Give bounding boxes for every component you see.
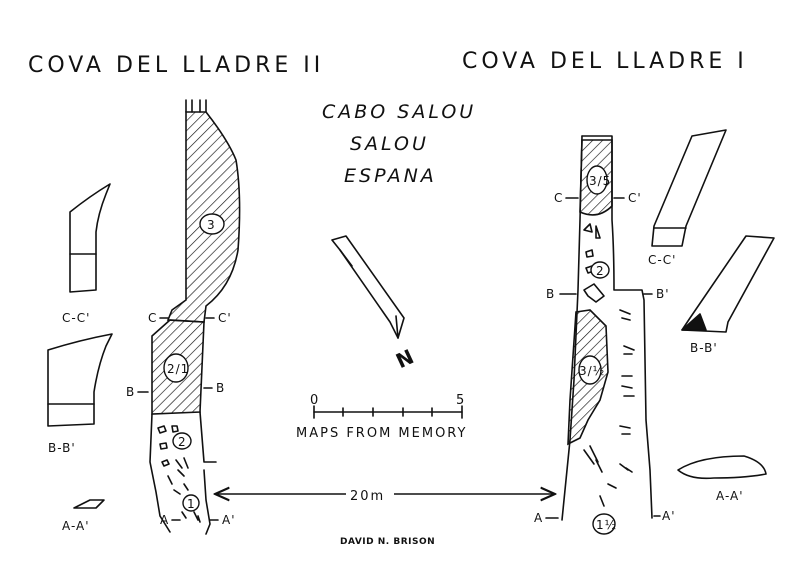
- grade-marker-mid: [590, 261, 610, 279]
- cave-2-grade-mid: 2/1: [167, 362, 189, 376]
- cave-2-grade-lower: 2: [178, 435, 187, 449]
- cave-2-a-right: A': [222, 513, 236, 527]
- cave-1-c-left: C: [554, 191, 563, 205]
- cave-2-sections: C-C' B-B' A-A': [47, 183, 113, 533]
- distance-label: 20m: [350, 489, 385, 504]
- cave-2-b-left: B: [126, 385, 135, 399]
- grade-marker-upper: [586, 165, 608, 195]
- grade-marker-upper: [199, 213, 225, 235]
- location-line-3: ESPANA: [344, 165, 437, 187]
- cave-1-section-aa: A-A': [716, 489, 744, 503]
- scale-start-label: 0: [310, 393, 320, 408]
- cave-1-a-left: A: [534, 511, 543, 525]
- cave-2-c-left: C: [148, 311, 157, 325]
- scale-end-label: 5: [456, 393, 466, 408]
- cave-1-c-right: C': [628, 191, 642, 205]
- cave-1-grade-mid: 2: [596, 264, 605, 278]
- cave-1-section-bb: B-B': [690, 341, 718, 355]
- cave-1-grade-entrance: 1½: [596, 518, 617, 532]
- grade-marker-lower: [172, 432, 192, 450]
- grade-marker-lower: [578, 355, 602, 385]
- cave-2-grade-upper: 3: [207, 218, 216, 232]
- cave-2-section-aa: A-A': [62, 519, 90, 533]
- north-arrow-icon: N: [331, 235, 417, 373]
- cave-2-a-left: A: [160, 513, 169, 527]
- cave-1-plan: 3/5 2 3/½ 1½ C C' B B' A A': [534, 135, 676, 535]
- author-credit: DAVID N. BRISON: [340, 537, 435, 547]
- title-cova-del-lladre-ii: COVA DEL LLADRE II: [28, 53, 324, 78]
- title-cova-del-lladre-i: COVA DEL LLADRE I: [462, 49, 748, 74]
- grade-marker-mid: [163, 353, 189, 383]
- cave-1-grade-lower: 3/½: [579, 364, 605, 378]
- cave-1-b-left: B: [546, 287, 555, 301]
- distance-arrow: 20m: [215, 484, 555, 504]
- scale-caption: MAPS FROM MEMORY: [296, 426, 467, 441]
- grade-marker-entrance: [182, 494, 200, 512]
- location-line-2: SALOU: [350, 133, 429, 155]
- cave-2-b-right: B: [216, 381, 225, 395]
- grade-marker-entrance: [592, 513, 616, 535]
- cave-2-section-bb: B-B': [48, 441, 76, 455]
- cave-2-c-right: C': [218, 311, 232, 325]
- cave-2-grade-entrance: 1: [187, 497, 196, 511]
- scale-bar: 0 5 MAPS FROM MEMORY: [296, 393, 467, 441]
- location-line-1: CABO SALOU: [322, 101, 476, 123]
- cave-2-plan: 3 2/1 2 1 C C' B B A A': [126, 99, 241, 535]
- cave-1-b-right: B': [656, 287, 670, 301]
- north-label: N: [392, 344, 417, 373]
- cave-1-grade-upper: 3/5: [589, 174, 611, 188]
- cave-1-a-right: A': [662, 509, 676, 523]
- cave-2-section-cc: C-C': [62, 311, 90, 325]
- cave-1-section-cc: C-C': [648, 253, 676, 267]
- cave-1-sections: C-C' B-B' A-A': [648, 129, 775, 503]
